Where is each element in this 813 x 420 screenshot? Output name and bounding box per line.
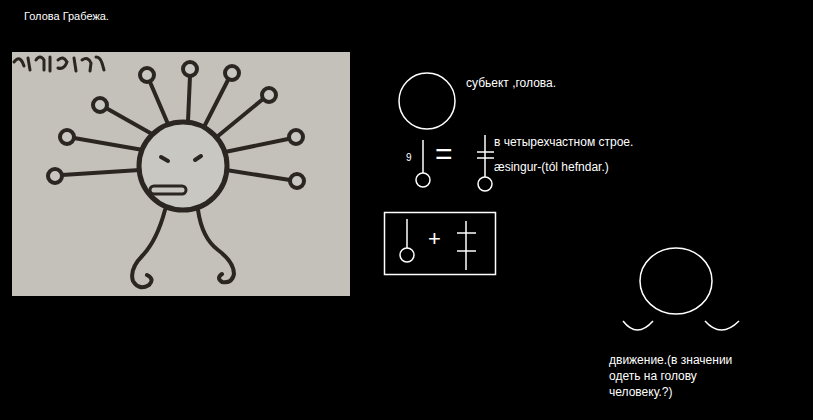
annotation: в четырехчастном строе. xyxy=(494,135,633,150)
annotation: субьект ,голова. xyxy=(466,76,556,91)
movement-figure xyxy=(623,248,739,330)
equals-sign: = xyxy=(435,139,453,169)
head-circle xyxy=(399,73,455,129)
formula-box xyxy=(385,213,496,275)
number-label: 9 xyxy=(406,152,412,165)
page-title: Голова Грабежа. xyxy=(24,10,109,24)
plus-sign: + xyxy=(428,227,441,251)
annotation: æsingur-(tól hefndar.) xyxy=(494,160,609,175)
rune-symbols xyxy=(416,135,494,191)
note-text: движение.(в значении одеть на голову чел… xyxy=(609,352,749,400)
manuscript-photo xyxy=(12,52,350,296)
